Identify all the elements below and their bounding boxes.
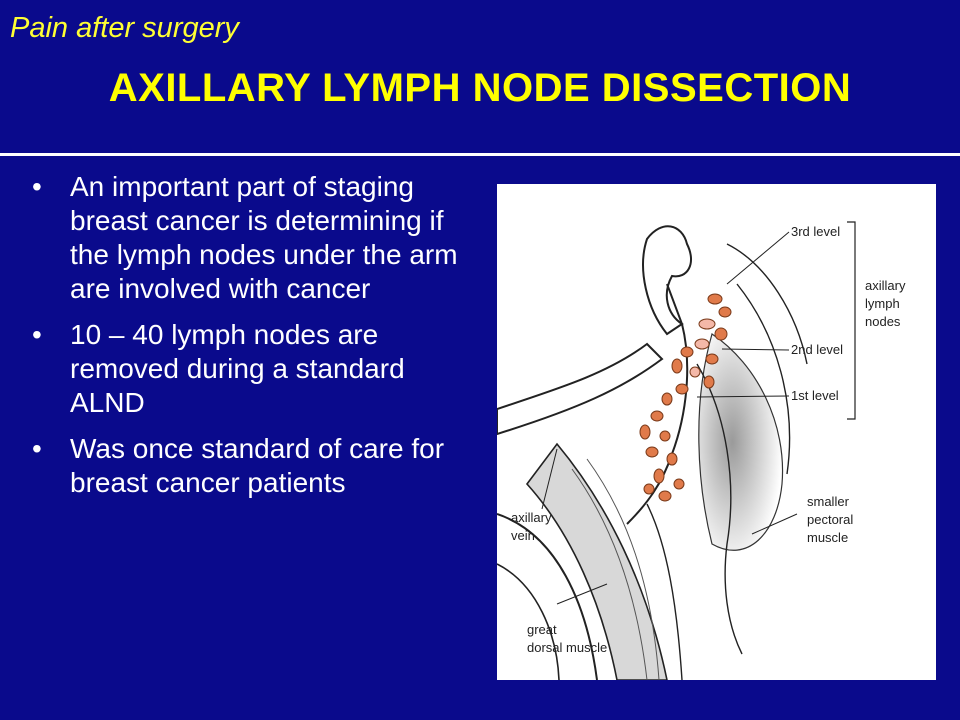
label-axillary-lymph-nodes-1: axillary <box>865 278 906 293</box>
pectoral-muscle-shape <box>698 333 784 551</box>
label-1st-level: 1st level <box>791 388 839 403</box>
dorsal-muscle-shape <box>525 442 668 680</box>
label-smaller-pectoral-muscle-2: pectoral <box>807 512 853 527</box>
bullet-text: An important part of staging breast canc… <box>70 171 458 304</box>
label-axillary-lymph-nodes-2: lymph <box>865 296 900 311</box>
bullet-dot: • <box>32 433 42 464</box>
bullet-dot: • <box>32 319 42 350</box>
axillary-vein-shape <box>497 342 664 436</box>
slide-topic: Pain after surgery <box>10 12 239 44</box>
level-bracket <box>847 221 856 420</box>
label-smaller-pectoral-muscle-3: muscle <box>807 530 848 545</box>
label-2nd-level: 2nd level <box>791 342 843 357</box>
label-3rd-level: 3rd level <box>791 224 840 239</box>
label-great-dorsal-muscle-2: dorsal muscle <box>527 640 607 655</box>
slide-title: AXILLARY LYMPH NODE DISSECTION <box>108 66 852 110</box>
bone-shape <box>642 225 692 336</box>
bullet-item: • 10 – 40 lymph nodes are removed during … <box>24 318 464 420</box>
label-axillary-vein-2: vein <box>511 528 535 543</box>
label-axillary-lymph-nodes-3: nodes <box>865 314 901 329</box>
label-smaller-pectoral-muscle-1: smaller <box>807 494 850 509</box>
bullet-list: • An important part of staging breast can… <box>24 170 464 512</box>
bullet-item: • Was once standard of care for breast ca… <box>24 432 464 500</box>
title-divider <box>0 153 960 156</box>
lymph-node-cluster <box>639 293 732 502</box>
label-axillary-vein-1: axillary <box>511 510 552 525</box>
bullet-item: • An important part of staging breast can… <box>24 170 464 306</box>
bullet-text: Was once standard of care for breast can… <box>70 433 445 498</box>
axilla-anatomy-figure: 3rd level 2nd level 1st level axillary l… <box>497 184 936 680</box>
anatomy-diagram: 3rd level 2nd level 1st level axillary l… <box>497 221 906 680</box>
bullet-text: 10 – 40 lymph nodes are removed during a… <box>70 319 405 418</box>
chest-wall-curve <box>497 513 598 680</box>
bullet-dot: • <box>32 171 42 202</box>
label-great-dorsal-muscle-1: great <box>527 622 557 637</box>
